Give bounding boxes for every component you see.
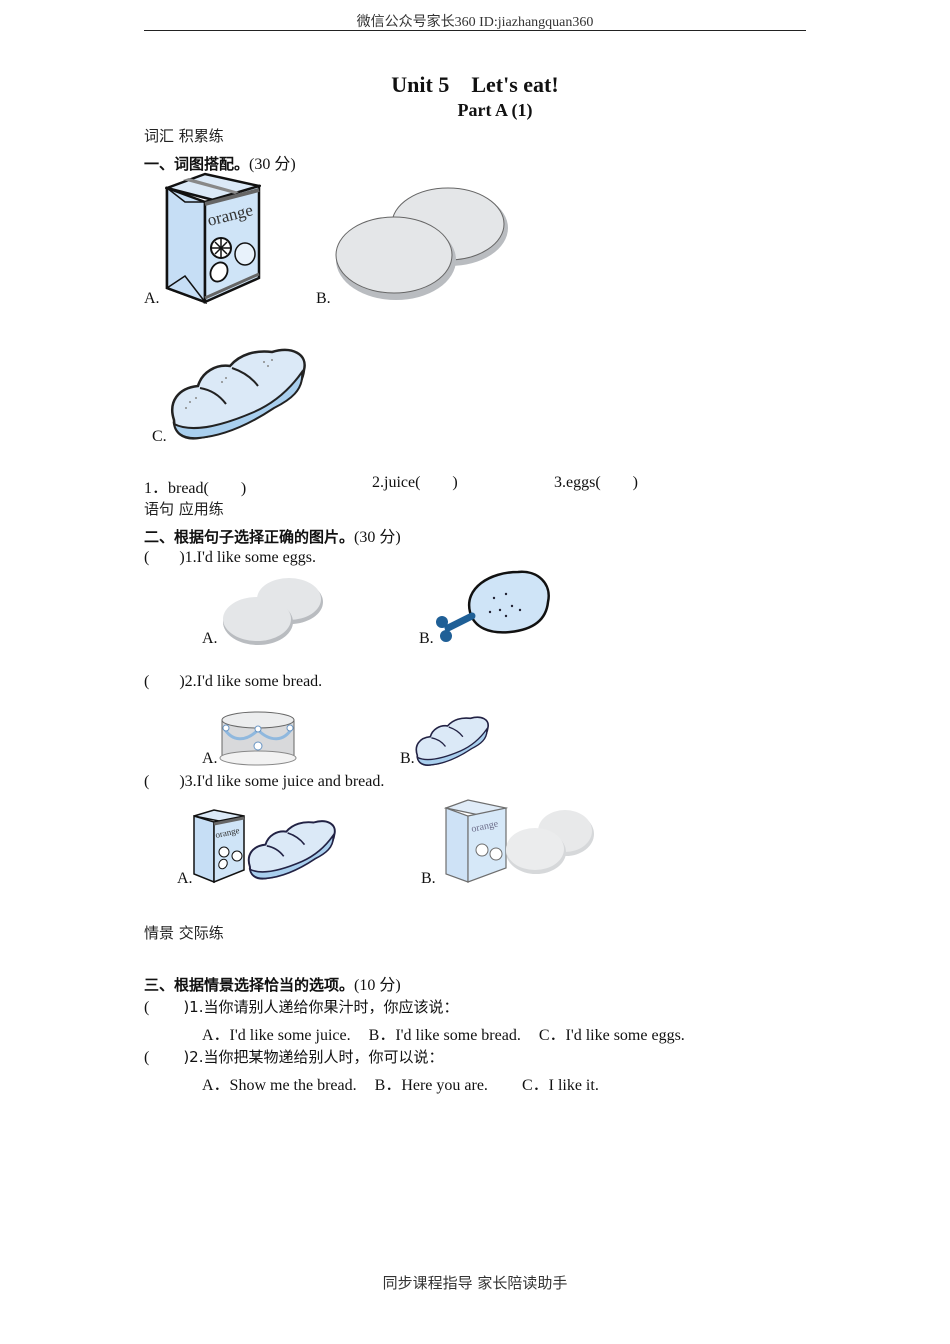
section1-tag: 词汇 积累练 (144, 127, 224, 145)
question-2-3: ( )3.I'd like some juice and bread. (144, 773, 384, 791)
bread-icon (168, 342, 308, 447)
option-label: A. (202, 750, 218, 767)
question-text: )2.当你把某物递给别人时，你可以说： (183, 1048, 444, 1066)
orange-juice-carton-icon: orange (162, 172, 264, 309)
question-2-2: ( )2.I'd like some bread. (144, 673, 322, 691)
section1-heading-text: 一、词图搭配。 (144, 155, 250, 173)
question-text: )1.I'd like some eggs. (179, 549, 316, 566)
section1-points: (30 分) (249, 156, 296, 173)
page-subtitle: Part A (1) (457, 100, 533, 120)
option-label: B. (419, 630, 434, 647)
cake-icon (218, 708, 298, 773)
option-label: B. (400, 750, 415, 767)
question-text: )3.I'd like some juice and bread. (179, 773, 385, 790)
option-c: C．I like it. (521, 1077, 599, 1094)
match-item-close: ) (240, 480, 247, 497)
question-text: )1.当你请别人递给你果汁时，你应该说： (183, 998, 459, 1016)
option-label: B. (421, 870, 436, 887)
section2-points: (30 分) (354, 529, 401, 546)
match-item-bread: 1．bread() (144, 474, 246, 498)
answer-paren-open: ( (144, 773, 150, 790)
footer-text: 同步课程指导 家长陪读助手 (382, 1274, 568, 1292)
section3-heading: 三、根据情景选择恰当的选项。(10 分) (144, 971, 401, 995)
section3-heading-text: 三、根据情景选择恰当的选项。 (144, 976, 355, 994)
option-b: B．Here you are. (374, 1077, 488, 1094)
page-title: Unit 5 Let's eat! (391, 72, 559, 97)
juice-and-bread-icon: orange (192, 808, 338, 889)
eggs-icon (222, 574, 324, 651)
svg-text:orange: orange (214, 825, 240, 840)
answer-paren-open: ( (144, 673, 150, 690)
answer-paren-open: ( (144, 1049, 150, 1066)
question-3-1-options: A．I'd like some juice. B．I'd like some br… (202, 1021, 685, 1045)
option-label: B. (316, 290, 331, 307)
section2-heading: 二、根据句子选择正确的图片。(30 分) (144, 523, 401, 547)
match-item-text: 3.eggs( (554, 474, 601, 491)
match-item-close: ) (632, 474, 638, 491)
answer-paren-open: ( (144, 549, 150, 566)
section1-heading: 一、词图搭配。(30 分) (144, 150, 296, 174)
header-watermark: 微信公众号家长360 ID:jiazhangquan360 (356, 15, 594, 30)
option-a: A．I'd like some juice. (202, 1027, 351, 1044)
eggs-icon (334, 178, 510, 309)
section2-heading-text: 二、根据句子选择正确的图片。 (144, 528, 355, 546)
juice-and-eggs-icon: orange (443, 798, 594, 889)
option-label: A. (144, 290, 160, 307)
question-3-2: ( )2.当你把某物递给别人时，你可以说： (144, 1046, 444, 1067)
section3-tag: 情景 交际练 (144, 924, 224, 942)
match-item-close: ) (452, 474, 458, 491)
question-3-2-options: A．Show me the bread. B．Here you are. C．I l… (202, 1071, 599, 1095)
option-label: C. (152, 428, 167, 445)
option-b: B．I'd like some bread. (368, 1027, 521, 1044)
option-label: A. (202, 630, 218, 647)
header-divider (144, 30, 806, 31)
match-item-text: 1．bread( (144, 480, 209, 497)
chicken-leg-icon (434, 570, 552, 651)
section3-points: (10 分) (354, 977, 401, 994)
match-item-juice: 2.juice() (372, 474, 458, 492)
option-a: A．Show me the bread. (202, 1077, 357, 1094)
option-label: A. (177, 870, 193, 887)
question-3-1: ( )1.当你请别人递给你果汁时，你应该说： (144, 996, 459, 1017)
bread-icon (414, 712, 490, 773)
question-2-1: ( )1.I'd like some eggs. (144, 549, 316, 567)
match-item-text: 2.juice( (372, 474, 421, 491)
section2-tag: 语句 应用练 (144, 500, 224, 518)
answer-paren-open: ( (144, 999, 150, 1016)
question-text: )2.I'd like some bread. (179, 673, 323, 690)
match-item-eggs: 3.eggs() (554, 474, 638, 492)
option-c: C．I'd like some eggs. (538, 1027, 685, 1044)
